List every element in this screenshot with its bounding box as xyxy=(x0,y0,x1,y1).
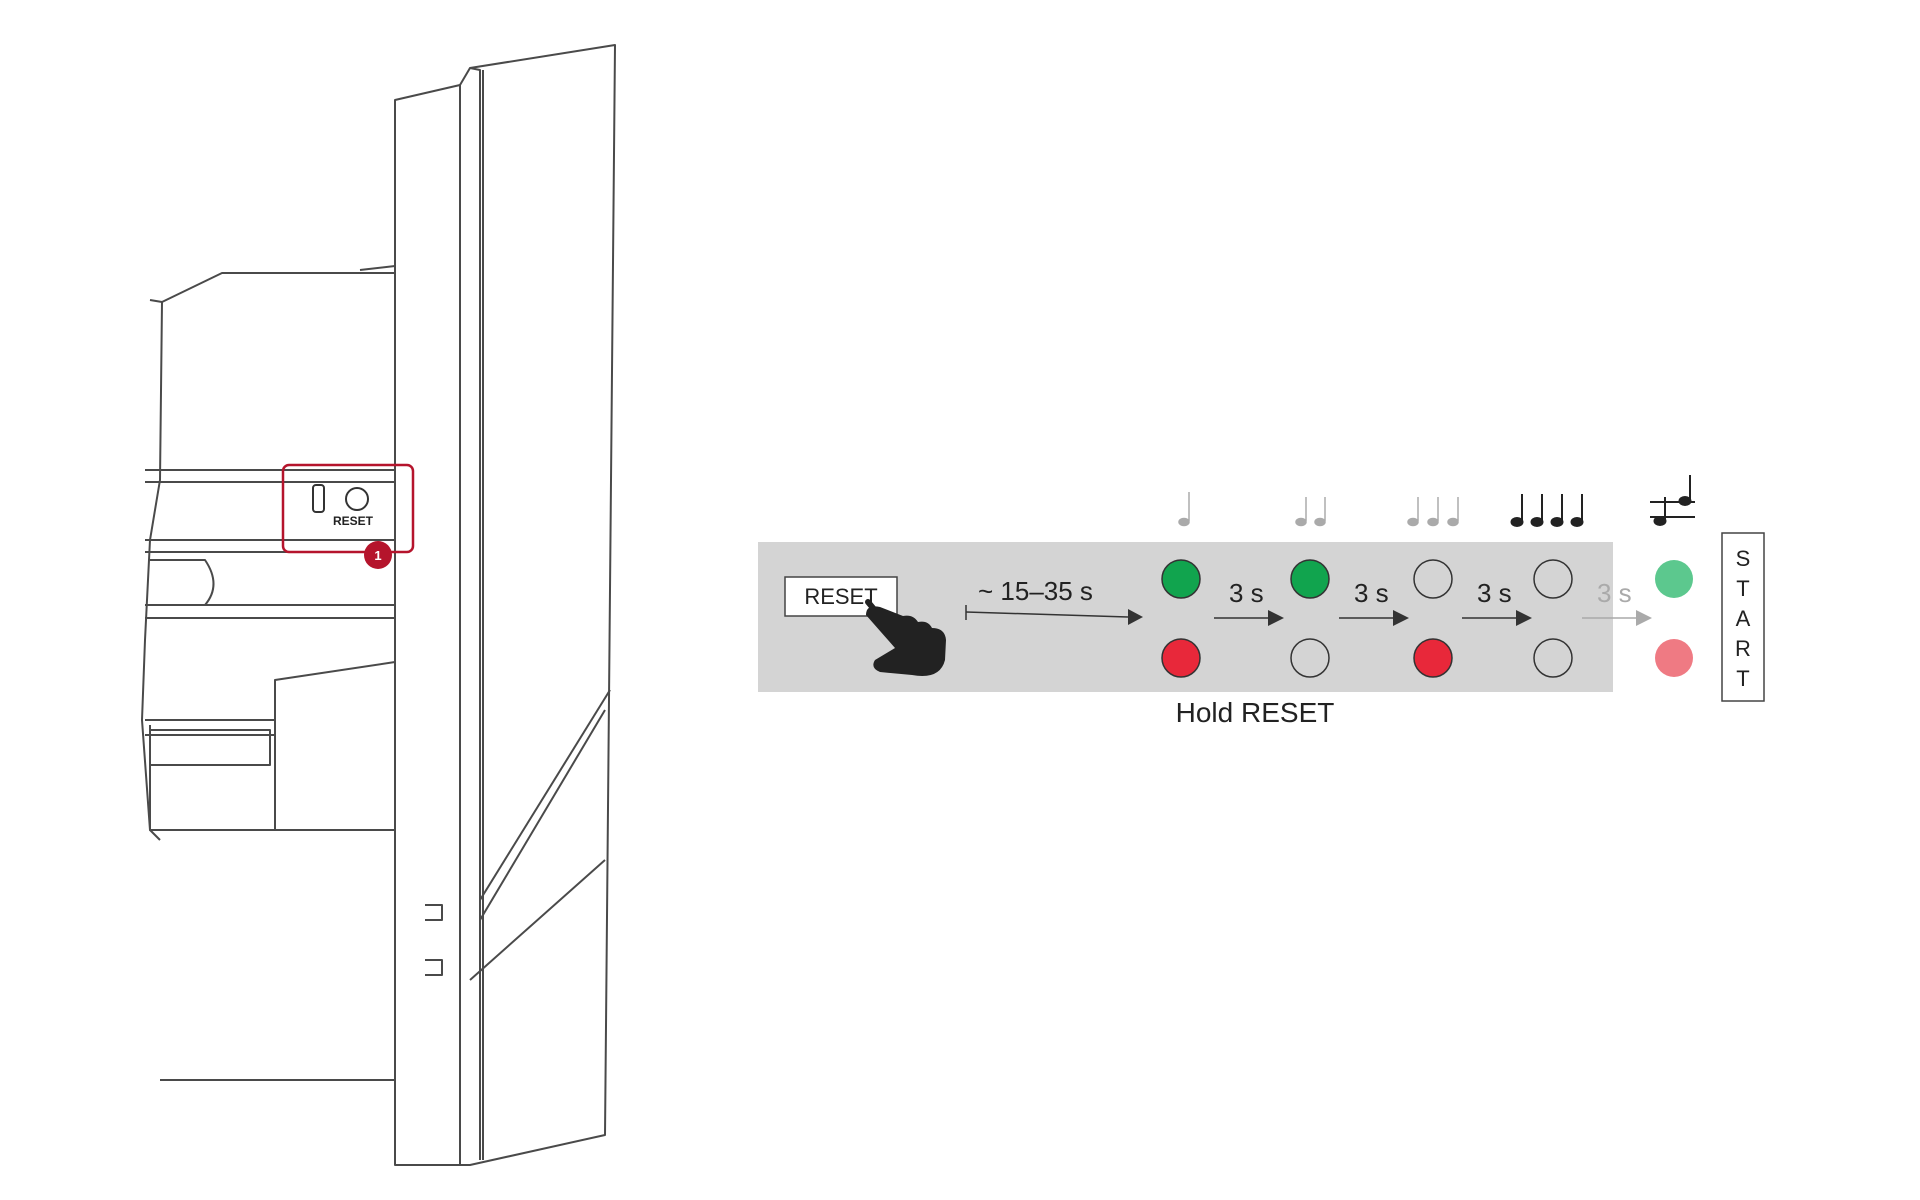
start-letter-t2: T xyxy=(1736,666,1749,691)
led-1-top xyxy=(1161,559,1201,599)
callout-frame xyxy=(281,463,415,554)
device-reset-label: RESET xyxy=(333,514,374,528)
pressing-hand-icon xyxy=(865,599,946,676)
callout-number: 1 xyxy=(374,548,381,563)
led-3-bottom xyxy=(1413,638,1453,678)
led-5-top xyxy=(1655,560,1693,598)
led-2-top xyxy=(1290,559,1330,599)
step-label-4: 3 s xyxy=(1597,578,1632,608)
led-2-bottom xyxy=(1290,638,1330,678)
device-reset-button xyxy=(345,487,369,511)
step-arrow-4 xyxy=(1582,610,1652,626)
initial-delay-label: ~ 15–35 s xyxy=(978,576,1093,606)
beep-4-icon xyxy=(1510,494,1584,527)
hold-reset-caption: Hold RESET xyxy=(1176,697,1335,728)
reset-slot xyxy=(312,484,325,513)
start-letter-s: S xyxy=(1736,546,1751,571)
start-letter-r: R xyxy=(1735,636,1751,661)
sequence-reset-label: RESET xyxy=(804,584,877,609)
step-arrow-3 xyxy=(1462,610,1532,626)
device-reset-detail: RESET 1 xyxy=(281,463,415,569)
step-label-3: 3 s xyxy=(1477,578,1512,608)
start-letter-a: A xyxy=(1736,606,1751,631)
start-letter-t1: T xyxy=(1736,576,1749,601)
led-4-bottom xyxy=(1533,638,1573,678)
callout-badge xyxy=(364,541,392,569)
led-1-bottom xyxy=(1161,638,1201,678)
step-arrow-2 xyxy=(1339,610,1409,626)
beep-1-icon xyxy=(1178,492,1190,527)
led-4-top xyxy=(1533,559,1573,599)
start-tone-icon xyxy=(1650,475,1695,526)
led-3-top xyxy=(1413,559,1453,599)
start-box xyxy=(1721,532,1765,702)
step-label-2: 3 s xyxy=(1354,578,1389,608)
reset-sequence: RESET ~ 15–35 s 3 s 3 s 3 s 3 s xyxy=(758,475,1765,728)
initial-delay-arrow xyxy=(965,605,1143,625)
led-5-bottom xyxy=(1655,639,1693,677)
step-label-1: 3 s xyxy=(1229,578,1264,608)
step-arrow-1 xyxy=(1214,610,1284,626)
device-side-view xyxy=(141,44,616,1166)
beep-3-icon xyxy=(1407,497,1459,527)
beep-2-icon xyxy=(1295,497,1326,527)
